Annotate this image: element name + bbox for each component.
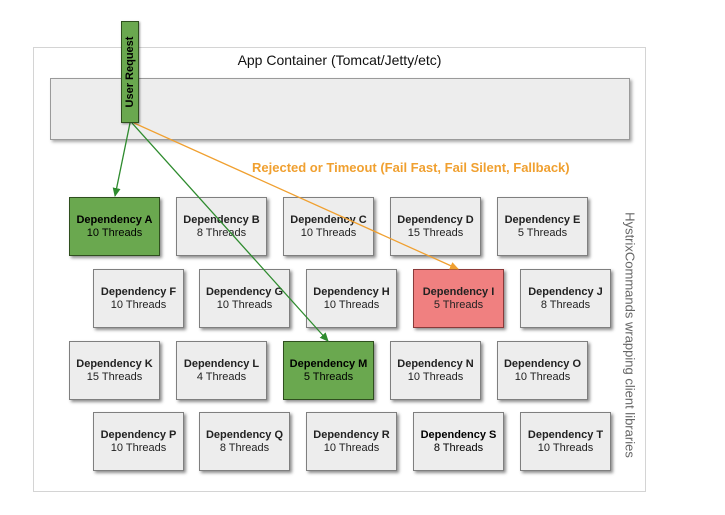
- dependency-r: Dependency R 10 Threads: [306, 412, 397, 471]
- dependency-name: Dependency F: [100, 286, 177, 298]
- dependency-k: Dependency K 15 Threads: [69, 341, 160, 400]
- dependency-threads: 5 Threads: [517, 227, 568, 239]
- dependency-threads: 4 Threads: [196, 371, 247, 383]
- dependency-b: Dependency B 8 Threads: [176, 197, 267, 256]
- dependency-o: Dependency O 10 Threads: [497, 341, 588, 400]
- dependency-threads: 10 Threads: [407, 371, 464, 383]
- dependency-name: Dependency L: [183, 358, 260, 370]
- dependency-threads: 10 Threads: [323, 442, 380, 454]
- dependency-threads: 5 Threads: [433, 299, 484, 311]
- dependency-threads: 10 Threads: [86, 227, 143, 239]
- dependency-threads: 8 Threads: [433, 442, 484, 454]
- dependency-name: Dependency B: [183, 214, 260, 226]
- dependency-a: Dependency A 10 Threads: [69, 197, 160, 256]
- dependency-name: Dependency P: [100, 429, 177, 441]
- dependency-name: Dependency O: [503, 358, 582, 370]
- dependency-name: Dependency H: [313, 286, 390, 298]
- rejected-timeout-label: Rejected or Timeout (Fail Fast, Fail Sil…: [252, 160, 570, 175]
- user-request-box: User Request: [121, 21, 139, 123]
- dependency-name: Dependency K: [76, 358, 153, 370]
- dependency-threads: 8 Threads: [219, 442, 270, 454]
- dependency-threads: 10 Threads: [216, 299, 273, 311]
- dependency-d: Dependency D 15 Threads: [390, 197, 481, 256]
- dependency-j: Dependency J 8 Threads: [520, 269, 611, 328]
- dependency-threads: 8 Threads: [196, 227, 247, 239]
- dependency-threads: 10 Threads: [110, 299, 167, 311]
- dependency-threads: 10 Threads: [537, 442, 594, 454]
- dependency-threads: 15 Threads: [86, 371, 143, 383]
- dependency-name: Dependency N: [397, 358, 474, 370]
- dependency-name: Dependency M: [289, 358, 368, 370]
- dependency-threads: 10 Threads: [514, 371, 571, 383]
- dependency-name: Dependency C: [290, 214, 367, 226]
- dependency-name: Dependency R: [313, 429, 390, 441]
- dependency-name: Dependency T: [527, 429, 604, 441]
- dependency-n: Dependency N 10 Threads: [390, 341, 481, 400]
- dependency-name: Dependency D: [397, 214, 474, 226]
- dependency-threads: 8 Threads: [540, 299, 591, 311]
- app-container-title: App Container (Tomcat/Jetty/etc): [237, 52, 442, 68]
- dependency-f: Dependency F 10 Threads: [93, 269, 184, 328]
- dependency-g: Dependency G 10 Threads: [199, 269, 290, 328]
- dependency-name: Dependency I: [422, 286, 495, 298]
- dependency-p: Dependency P 10 Threads: [93, 412, 184, 471]
- dependency-threads: 5 Threads: [303, 371, 354, 383]
- dependency-t: Dependency T 10 Threads: [520, 412, 611, 471]
- dependency-name: Dependency J: [528, 286, 603, 298]
- dependency-l: Dependency L 4 Threads: [176, 341, 267, 400]
- dependency-name: Dependency S: [420, 429, 497, 441]
- dependency-m: Dependency M 5 Threads: [283, 341, 374, 400]
- dependency-threads: 15 Threads: [407, 227, 464, 239]
- dependency-i: Dependency I 5 Threads: [413, 269, 504, 328]
- dependency-name: Dependency G: [205, 286, 284, 298]
- hystrix-commands-label: HystrixCommands wrapping client librarie…: [622, 212, 638, 458]
- dependency-name: Dependency A: [76, 214, 153, 226]
- dependency-name: Dependency E: [504, 214, 581, 226]
- dependency-threads: 10 Threads: [300, 227, 357, 239]
- dependency-s: Dependency S 8 Threads: [413, 412, 504, 471]
- dependency-c: Dependency C 10 Threads: [283, 197, 374, 256]
- dependency-name: Dependency Q: [205, 429, 284, 441]
- user-request-label: User Request: [124, 36, 136, 108]
- dependency-h: Dependency H 10 Threads: [306, 269, 397, 328]
- dependency-threads: 10 Threads: [323, 299, 380, 311]
- dependency-e: Dependency E 5 Threads: [497, 197, 588, 256]
- dependency-q: Dependency Q 8 Threads: [199, 412, 290, 471]
- dependency-threads: 10 Threads: [110, 442, 167, 454]
